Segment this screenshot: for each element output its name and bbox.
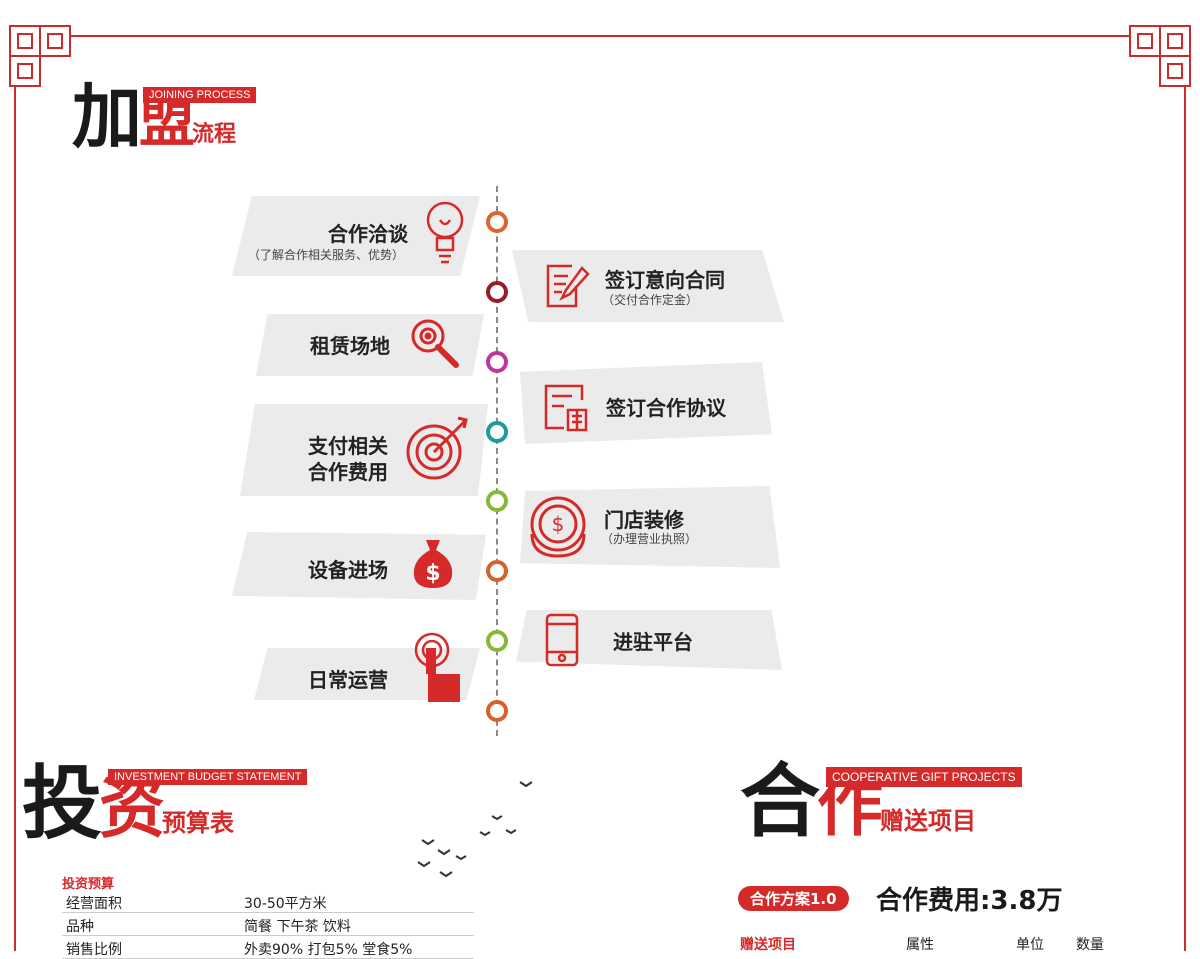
step-card-sign-agreement <box>520 362 772 444</box>
timeline-dot <box>486 211 508 233</box>
investment-big-char-2: 资 <box>99 770 165 847</box>
row-key: 销售比例 <box>66 942 122 958</box>
step-note: （交付合作定金） <box>602 293 699 307</box>
step-title: 设备进场 <box>308 558 388 582</box>
gifts-tag: COOPERATIVE GIFT PROJECTS <box>826 767 1022 787</box>
timeline-dot <box>486 490 508 512</box>
step-card-intent-contract <box>512 250 784 322</box>
row-value: 30-50平方米 <box>244 896 327 912</box>
table-row: 销售比例 外卖90% 打包5% 堂食5% <box>62 936 474 959</box>
gift-col-qty: 数量 <box>1076 937 1104 953</box>
gift-col-item: 赠送项目 <box>740 937 796 953</box>
joining-big-char-1: 加 <box>72 76 142 158</box>
step-title: 签订意向合同 <box>605 268 725 292</box>
timeline-dot <box>486 351 508 373</box>
target-icon <box>406 416 468 480</box>
timeline-dot <box>486 560 508 582</box>
investment-title: 投资预算表 <box>22 764 234 844</box>
table-row: 品种 简餐 下午茶 饮料 <box>62 913 474 936</box>
cooperation-fee: 合作费用:3.8万 <box>876 886 1063 916</box>
joining-title: 加盟流程 <box>72 82 236 152</box>
step-card-rent-venue <box>256 314 484 376</box>
step-title: 日常运营 <box>308 668 388 692</box>
investment-big-char-1: 投 <box>22 757 102 850</box>
frame-left-line <box>14 110 16 951</box>
investment-tag: INVESTMENT BUDGET STATEMENT <box>108 769 308 785</box>
table-row: 经营面积 30-50平方米 <box>62 890 474 913</box>
joining-tag: JOINING PROCESS <box>143 87 257 103</box>
magnifier-icon <box>411 319 459 368</box>
gift-table-header: 赠送项目 属性 单位 数量 <box>740 934 1160 953</box>
row-key: 经营面积 <box>66 896 122 912</box>
corner-ornament-right-icon <box>1094 25 1191 120</box>
row-value: 外卖90% 打包5% 堂食5% <box>244 942 413 958</box>
investment-table-title: 投资预算 <box>62 877 115 892</box>
step-title: 合作洽谈 <box>328 222 408 246</box>
joining-subtitle: 流程 <box>192 122 237 147</box>
contract-pen-icon <box>546 264 590 308</box>
step-card-pay-fees <box>240 404 488 496</box>
timeline-dot <box>486 700 508 722</box>
svg-text:$: $ <box>425 561 440 586</box>
lightbulb-icon <box>426 201 464 264</box>
svg-text:$: $ <box>552 512 565 536</box>
flying-birds-icon <box>417 781 533 878</box>
timeline-dot <box>486 630 508 652</box>
step-title: 签订合作协议 <box>606 396 726 420</box>
step-note: （办理营业执照） <box>601 532 698 546</box>
gift-col-attr: 属性 <box>906 937 934 953</box>
step-title: 租赁场地 <box>310 334 390 358</box>
row-value: 简餐 下午茶 饮料 <box>244 919 351 935</box>
timeline-dot <box>486 421 508 443</box>
joining-big-char-2: 盟 <box>139 90 195 155</box>
row-key: 品种 <box>66 919 94 935</box>
step-title: 支付相关 <box>308 434 388 458</box>
timeline-dot <box>486 281 508 303</box>
plan-badge: 合作方案1.0 <box>738 886 849 911</box>
step-title: 门店装修 <box>604 508 684 532</box>
coin-icon: $ <box>530 496 586 558</box>
frame-right-line <box>1184 110 1186 951</box>
investment-subtitle: 预算表 <box>162 809 234 837</box>
step-title: 进驻平台 <box>613 630 693 654</box>
gifts-big-char-1: 合 <box>740 755 820 848</box>
step-note: （了解合作相关服务、优势） <box>248 248 405 262</box>
gifts-subtitle: 赠送项目 <box>880 807 976 835</box>
gift-col-unit: 单位 <box>1016 937 1044 953</box>
money-bag-icon: $ <box>413 540 453 588</box>
agreement-doc-icon <box>544 384 588 432</box>
corner-ornament-left-icon <box>9 25 106 120</box>
frame-top-line <box>105 35 1095 37</box>
step-title-line-2: 合作费用 <box>308 460 388 484</box>
click-hand-icon <box>414 632 460 702</box>
process-timeline <box>496 186 498 736</box>
phone-icon <box>545 613 579 667</box>
